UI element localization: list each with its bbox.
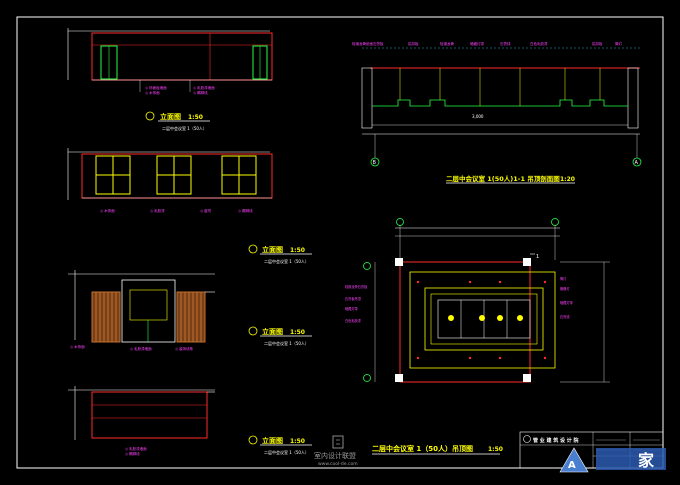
svg-text:◎ 木饰面: ◎ 木饰面 xyxy=(100,208,115,213)
elev1-scale: 1:50 xyxy=(188,114,203,121)
plan-title: 二层中会议室 1（50人）吊顶图 xyxy=(372,444,473,453)
site-logo: A 家 xyxy=(559,447,666,473)
elevation-2: ◎ 木饰面 ◎ 乳胶漆 ◎ 窗帘 ◎ 踢脚线 立面图 1:50 二层中会议室 1… xyxy=(67,148,312,264)
svg-text:◎ 饰面板墙面: ◎ 饰面板墙面 xyxy=(145,85,167,90)
elevation-4: ◎ 乳胶漆墙面 ◎ 踢脚线 立面图 1:50 二层中会议室 1（50人） xyxy=(68,386,312,456)
elev1-title: 立面图 xyxy=(160,112,181,121)
svg-text:◎ 乳胶漆墙面: ◎ 乳胶漆墙面 xyxy=(193,85,215,90)
watermark-name: 室内设计联盟 xyxy=(314,451,356,460)
svg-text:轻钢龙骨石膏板: 轻钢龙骨石膏板 xyxy=(345,284,368,289)
watermark-logo-icon xyxy=(332,435,344,449)
svg-text:◎ 乳胶漆: ◎ 乳胶漆 xyxy=(150,208,165,213)
sheet-border xyxy=(16,16,664,469)
svg-text:◎ 乳胶漆墙面: ◎ 乳胶漆墙面 xyxy=(125,446,147,451)
axis-label-b1: B xyxy=(373,160,377,166)
svg-text:暗藏灯带: 暗藏灯带 xyxy=(345,306,359,311)
svg-text:石膏板吊顶: 石膏板吊顶 xyxy=(345,296,362,301)
svg-text:◎ 木饰面: ◎ 木饰面 xyxy=(70,344,85,349)
svg-text:◎ 窗帘: ◎ 窗帘 xyxy=(200,208,212,213)
svg-text:暗藏灯带: 暗藏灯带 xyxy=(560,300,574,305)
elev4-title: 立面图 xyxy=(262,436,283,445)
titleblock-name: 管 业 建 筑 设 计 院 xyxy=(533,437,578,444)
section-scale: 1:20 xyxy=(560,176,575,183)
watermark: 室内设计联盟 www.cool-de.com xyxy=(314,435,358,467)
svg-text:石膏线: 石膏线 xyxy=(500,41,511,46)
elevation-3: ◎ 木饰面 ◎ 乳胶漆墙面 ◎ 装饰线条 立面图 1:50 二层中会议室 1（5… xyxy=(68,270,312,351)
svg-text:格栅灯: 格栅灯 xyxy=(560,286,570,291)
svg-text:◎ 乳胶漆墙面: ◎ 乳胶漆墙面 xyxy=(130,346,152,351)
elev4-scale: 1:50 xyxy=(290,438,305,445)
section-dimension: 3,000 xyxy=(472,114,484,119)
svg-text:◎ 踢脚线: ◎ 踢脚线 xyxy=(193,90,208,95)
svg-text:轻钢龙骨: 轻钢龙骨 xyxy=(440,41,454,46)
elevation-1: ◎ 饰面板墙面 ◎ 木饰面 ◎ 乳胶漆墙面 ◎ 踢脚线 立面图 1:50 二层中… xyxy=(67,28,273,131)
svg-text:轻钢龙骨纸面石膏板: 轻钢龙骨纸面石膏板 xyxy=(352,41,384,46)
svg-text:◎ 装饰线条: ◎ 装饰线条 xyxy=(175,346,194,351)
elev1-subtitle: 二层中会议室 1（50人） xyxy=(162,125,207,131)
site-logo-icon xyxy=(559,447,589,473)
svg-text:◎ 木饰面: ◎ 木饰面 xyxy=(145,90,160,95)
elev3-title: 立面图 xyxy=(262,327,283,336)
elev3-subtitle: 二层中会议室 1（50人） xyxy=(264,340,309,346)
svg-text:白色乳胶漆: 白色乳胶漆 xyxy=(345,318,362,323)
elev2-scale: 1:50 xyxy=(290,247,305,254)
svg-text:◎ 踢脚线: ◎ 踢脚线 xyxy=(125,451,140,456)
svg-text:A: A xyxy=(568,460,576,471)
section-title: 二层中会议室 1(50人)1-1 吊顶剖面图 xyxy=(446,174,560,183)
ceiling-section: 轻钢龙骨纸面石膏板 铝扣板 轻钢龙骨 暗藏灯带 石膏线 白色乳胶漆 铝扣板 筒灯… xyxy=(352,41,642,184)
svg-text:石膏线: 石膏线 xyxy=(560,314,570,319)
site-logo-text: 家 xyxy=(638,451,655,470)
svg-text:筒灯: 筒灯 xyxy=(615,41,623,46)
elev2-subtitle: 二层中会议室 1（50人） xyxy=(264,258,309,264)
elev4-subtitle: 二层中会议室 1（50人） xyxy=(264,449,309,455)
axis-label-a1: A xyxy=(635,160,639,166)
elev2-title: 立面图 xyxy=(262,245,283,254)
svg-text:白色乳胶漆: 白色乳胶漆 xyxy=(530,41,548,46)
svg-text:暗藏灯带: 暗藏灯带 xyxy=(470,41,484,46)
watermark-url: www.cool-de.com xyxy=(318,461,358,467)
axis-label-1: 1 xyxy=(536,254,539,260)
svg-text:铝扣板: 铝扣板 xyxy=(408,41,419,46)
elev3-scale: 1:50 xyxy=(290,329,305,336)
svg-text:铝扣板: 铝扣板 xyxy=(592,41,603,46)
svg-text:筒灯: 筒灯 xyxy=(560,276,567,281)
svg-text:◎ 踢脚线: ◎ 踢脚线 xyxy=(238,208,253,213)
plan-scale: 1:50 xyxy=(488,446,503,453)
ceiling-plan: 1 轻钢龙骨石膏板 石膏板吊顶 暗藏灯带 白色乳胶漆 筒灯 格栅灯 暗藏灯带 石… xyxy=(345,218,610,455)
